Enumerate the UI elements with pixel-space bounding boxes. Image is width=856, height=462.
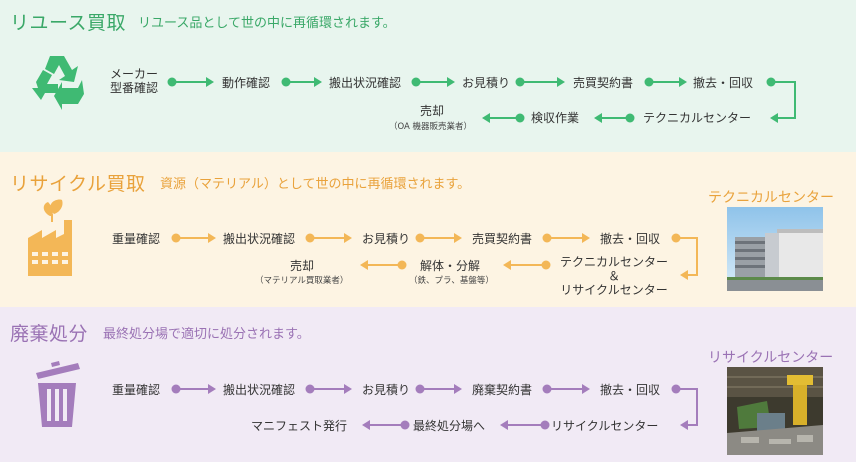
flow-arrowhead <box>594 113 602 123</box>
reuse-step-carry-out-check: 搬出状況確認 <box>329 76 402 90</box>
disposal-step-weight-check: 重量確認 <box>112 383 161 397</box>
recycle-step-estimate: お見積り <box>362 232 411 246</box>
reuse-subtitle: リユース品として世の中に再循環されます。 <box>138 16 396 31</box>
recycle-sale-note: （マテリアル買取業者） <box>255 276 349 286</box>
recycle-step-centers: テクニカルセンター ＆ リサイクルセンター <box>551 255 677 297</box>
flow-arrowhead <box>208 384 216 394</box>
flow-line <box>676 237 698 276</box>
reuse-step-inspection: 検収作業 <box>531 111 580 125</box>
reuse-step-sale: 売却 <box>420 104 445 118</box>
recycle-subtitle: 資源（マテリアル）として世の中に再循環されます。 <box>160 177 471 192</box>
flow-arrowhead <box>680 420 688 430</box>
recycling-center-photo-title: リサイクルセンター <box>708 350 834 366</box>
disposal-step-removal: 撤去・回収 <box>600 383 661 397</box>
disposal-step-estimate: お見積り <box>362 383 411 397</box>
reuse-step-sales-contract: 売買契約書 <box>573 76 634 90</box>
flow-arrowhead <box>500 420 508 430</box>
recycling-plant-photo <box>727 367 823 455</box>
flow-arrowhead <box>208 233 216 243</box>
recycle-step-sales-contract: 売買契約書 <box>472 232 533 246</box>
recycle-title: リサイクル買取 <box>10 173 146 195</box>
flow-arrowhead <box>362 420 370 430</box>
reuse-step-technical-center: テクニカルセンター <box>643 111 752 125</box>
disposal-section: 廃棄処分 最終処分場で適切に処分されます。 重量確認 搬出状況確認 お見積り 廃… <box>0 307 856 462</box>
technical-center-photo-title: テクニカルセンター <box>708 190 834 206</box>
recycle-step-removal: 撤去・回収 <box>600 232 661 246</box>
recycle-icon <box>32 56 84 110</box>
flow-arrowhead <box>582 233 590 243</box>
flow-arrowhead <box>482 113 490 123</box>
reuse-title: リユース買取 <box>10 12 127 34</box>
flow-line <box>771 81 796 119</box>
recycle-step-weight-check: 重量確認 <box>112 232 161 246</box>
recycle-centers-label: テクニカルセンター ＆ リサイクルセンター <box>559 255 668 297</box>
flow-arrowhead <box>360 260 368 270</box>
flow-arrowhead <box>206 77 214 87</box>
recycle-section: リサイクル買取 資源（マテリアル）として世の中に再循環されます。 重量確認 搬出… <box>0 152 856 307</box>
reuse-section: リユース買取 リユース品として世の中に再循環されます。 メーカー 型番確認 動作… <box>0 0 856 152</box>
reuse-sale-note: （OA 機器販売業者） <box>389 122 473 132</box>
building-photo <box>727 207 823 291</box>
flow-arrowhead <box>454 233 462 243</box>
disposal-step-manifest: マニフェスト発行 <box>251 419 348 433</box>
reuse-step-removal: 撤去・回収 <box>693 76 754 90</box>
flow-arrowhead <box>344 384 352 394</box>
flow-arrowhead <box>679 77 687 87</box>
disposal-step-disposal-contract: 廃棄契約書 <box>472 383 533 397</box>
disposal-title: 廃棄処分 <box>10 323 89 345</box>
recycle-step-sale: 売却 <box>290 259 315 273</box>
disposal-step-final-site: 最終処分場へ <box>413 419 486 433</box>
disposal-step-recycling-center: リサイクルセンター <box>551 419 659 433</box>
recycle-step-carry-out-check: 搬出状況確認 <box>223 232 296 246</box>
recycle-step-dismantle: 解体・分解 <box>420 259 481 273</box>
flow-arrowhead <box>582 384 590 394</box>
flow-line <box>676 388 698 426</box>
trash-can-icon <box>36 361 80 427</box>
disposal-step-carry-out-check: 搬出状況確認 <box>223 383 296 397</box>
flow-arrowhead <box>447 77 455 87</box>
flow-arrowhead <box>503 260 511 270</box>
flow-arrowhead <box>770 113 778 123</box>
flow-arrowhead <box>454 384 462 394</box>
reuse-step-operation-check: 動作確認 <box>222 76 271 90</box>
reuse-step-model-check: メーカー 型番確認 <box>104 67 164 95</box>
reuse-step-label: メーカー 型番確認 <box>109 67 158 95</box>
disposal-subtitle: 最終処分場で適切に処分されます。 <box>103 327 310 342</box>
flow-arrowhead <box>314 77 322 87</box>
flow-arrowhead <box>680 270 688 280</box>
reuse-step-estimate: お見積り <box>462 76 511 90</box>
flow-arrowhead <box>557 77 565 87</box>
recycle-dismantle-note: （鉄、プラ、基盤等） <box>409 276 494 286</box>
factory-icon <box>28 199 72 276</box>
flow-arrowhead <box>344 233 352 243</box>
